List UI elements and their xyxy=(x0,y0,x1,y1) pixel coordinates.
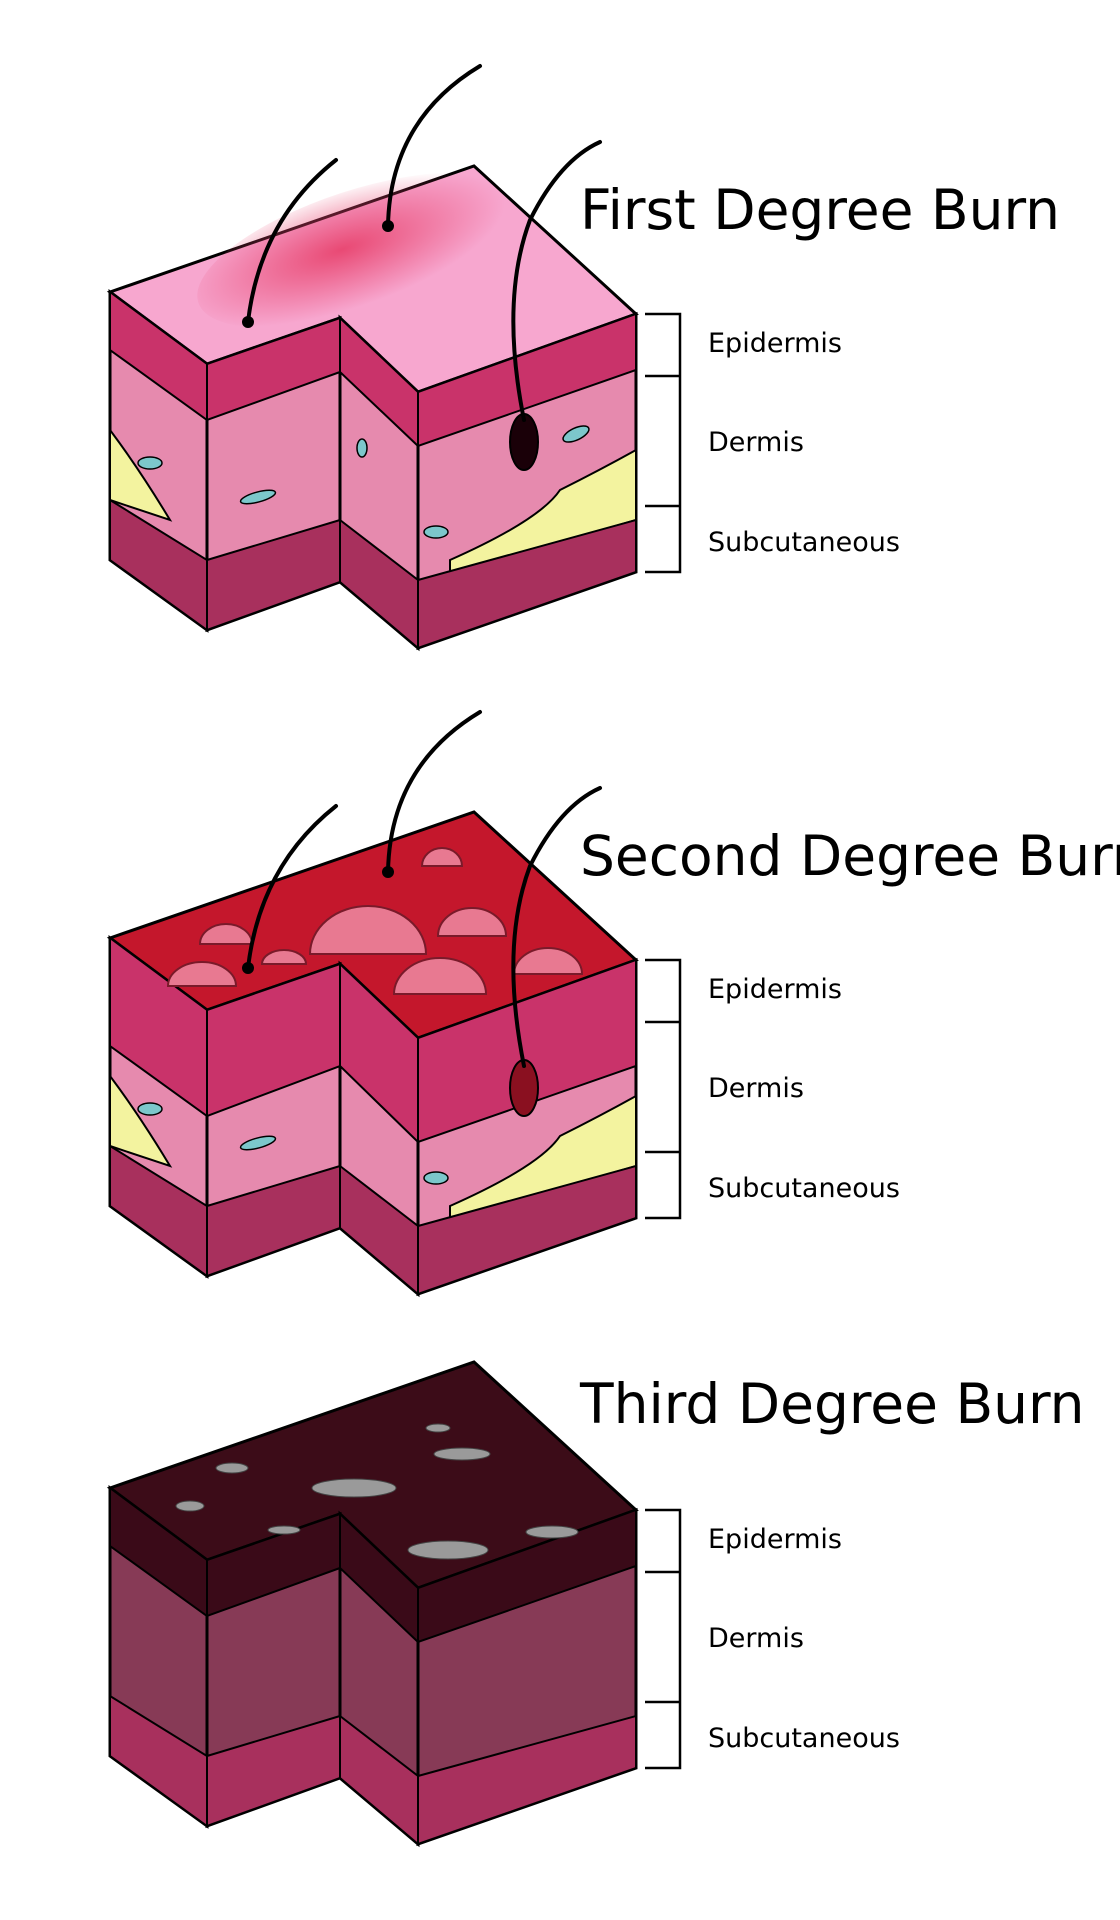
panel-title: Second Degree Burn xyxy=(580,824,1120,888)
subcutaneous-layer xyxy=(109,1694,637,1847)
layer-bracket xyxy=(645,958,682,1220)
label-subcutaneous: Subcutaneous xyxy=(708,1173,900,1204)
skin-block-illustration xyxy=(106,64,682,652)
charred-spots xyxy=(175,1423,579,1560)
panel-title: First Degree Burn xyxy=(580,178,1060,242)
layer-bracket xyxy=(645,1508,682,1770)
blood-vessels xyxy=(137,1102,449,1185)
label-epidermis: Epidermis xyxy=(708,1524,842,1555)
charred-epidermis xyxy=(109,1486,637,1645)
skin-block-illustration xyxy=(106,710,682,1298)
fat-layer xyxy=(109,1072,637,1223)
hairs xyxy=(246,64,602,422)
label-subcutaneous: Subcutaneous xyxy=(708,1723,900,1754)
blood-vessels xyxy=(137,425,590,539)
subcutaneous-layer xyxy=(109,1144,637,1297)
hair-roots xyxy=(242,866,394,974)
label-dermis: Dermis xyxy=(708,427,804,458)
panel-title: Third Degree Burn xyxy=(580,1372,1085,1436)
hairs xyxy=(246,710,602,1068)
panel-second-degree: Second Degree Burn xyxy=(0,646,1120,1306)
hair-roots xyxy=(242,220,394,328)
layer-bracket xyxy=(645,312,682,574)
panel-first-degree: First Degree Burn xyxy=(0,0,1120,660)
blisters xyxy=(166,847,584,995)
label-epidermis: Epidermis xyxy=(708,328,842,359)
label-subcutaneous: Subcutaneous xyxy=(708,527,900,558)
burn-redness xyxy=(197,172,523,328)
epidermis-layer xyxy=(109,290,637,449)
label-dermis: Dermis xyxy=(708,1073,804,1104)
hair-follicle xyxy=(509,413,539,471)
hair-follicle xyxy=(509,1059,539,1117)
subcutaneous-layer xyxy=(109,498,637,651)
skin-block-illustration xyxy=(106,1360,682,1848)
fat-layer xyxy=(109,426,637,577)
label-epidermis: Epidermis xyxy=(708,974,842,1005)
label-dermis: Dermis xyxy=(708,1623,804,1654)
panel-third-degree: Third Degree Burn xyxy=(0,1196,1120,1856)
